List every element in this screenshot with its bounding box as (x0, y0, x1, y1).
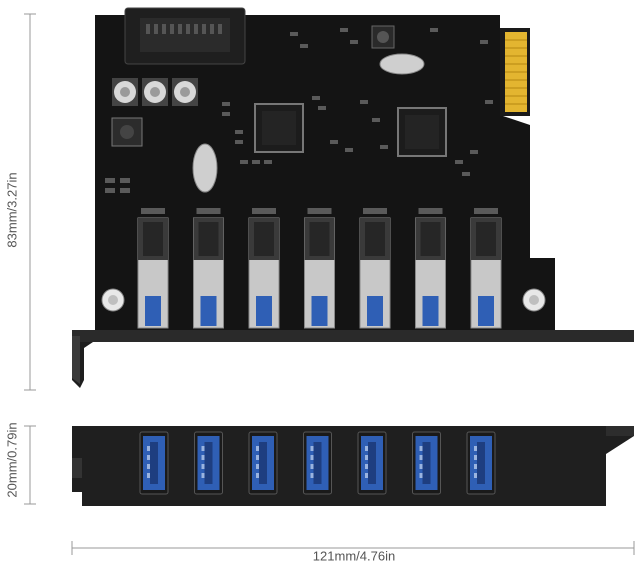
capacitors (112, 78, 198, 106)
usb-ports-top-view (137, 208, 502, 329)
inductor (111, 117, 143, 147)
usb-port-top (415, 208, 446, 329)
usb-port-top (470, 208, 502, 329)
smd-components (105, 28, 493, 193)
usb-port-top (248, 208, 280, 329)
usb-port-top (359, 208, 391, 329)
crystal-oscillator-2 (379, 53, 425, 75)
usb-port-top (193, 208, 224, 329)
usb-port-top (137, 208, 169, 329)
height-bottom-label: 20mm/0.79in (4, 422, 20, 498)
dimension-lines (24, 13, 635, 555)
usb-port-top (304, 208, 335, 329)
crystal-oscillator (192, 143, 218, 193)
width-label: 121mm/4.76in (312, 548, 396, 564)
usb-port-side (357, 431, 387, 495)
usb-port-side (248, 431, 278, 495)
usb-port-side (194, 431, 223, 495)
usb-port-side (412, 431, 441, 495)
usb-port-side (466, 431, 496, 495)
sata-power-connector (124, 7, 246, 65)
pcie-gold-contacts (500, 28, 530, 116)
usb-port-side (139, 431, 169, 495)
controller-chip-1 (254, 103, 304, 153)
usb-ports-side-view (139, 431, 496, 495)
controller-chip-2 (397, 107, 447, 157)
usb-port-side (303, 431, 332, 495)
height-top-label: 83mm/3.27in (4, 172, 20, 248)
bracket-top-view (72, 330, 634, 388)
